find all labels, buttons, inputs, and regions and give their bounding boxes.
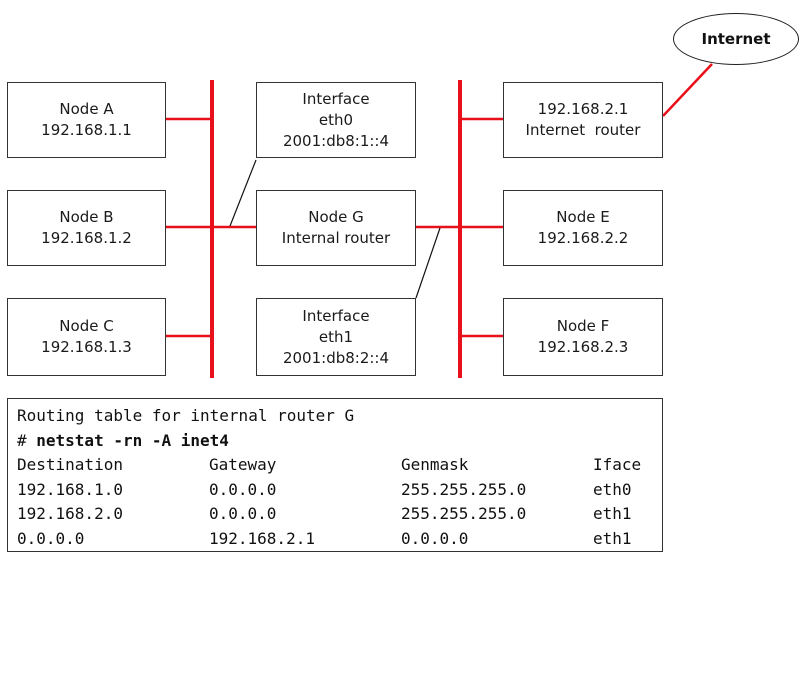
node-f-box: Node F 192.168.2.3 [503,298,663,376]
node-a-box: Node A 192.168.1.1 [7,82,166,158]
header-destination: Destination [17,455,123,474]
routing-table-terminal: Routing table for internal router G # ne… [7,398,663,552]
node-b-box: Node B 192.168.1.2 [7,190,166,266]
table-row: 0.0.0.0 192.168.2.1 0.0.0.0 eth1 [17,527,662,552]
header-iface: Iface [593,455,642,474]
node-f-name: Node F [556,317,610,335]
node-g-box: Node G Internal router [256,190,416,266]
row-destination: 192.168.2.0 [17,504,123,523]
link-internet [662,63,713,117]
table-row: 192.168.1.0 0.0.0.0 255.255.255.0 eth0 [17,478,662,503]
interface-eth1-label: Interface eth1 2001:db8:2::4 [256,298,416,376]
row-gateway: 0.0.0.0 [209,504,277,523]
command-line: # netstat -rn -A inet4 [17,429,662,454]
network-wiring [166,63,713,378]
callout-eth0 [229,159,257,227]
interface-eth1-name: eth1 [318,327,354,346]
table-row: 192.168.2.0 0.0.0.0 255.255.255.0 eth1 [17,502,662,527]
routing-table-title: Routing table for internal router G [17,406,355,425]
node-g-role: Internal router [281,229,391,247]
node-b-address: 192.168.1.2 [41,229,132,247]
header-gateway: Gateway [209,455,277,474]
row-destination: 0.0.0.0 [17,528,85,548]
row-genmask: 0.0.0.0 [401,528,469,548]
node-c-address: 192.168.1.3 [41,338,132,356]
interface-eth1-address: 2001:db8:2::4 [282,348,390,367]
node-c-box: Node C 192.168.1.3 [7,298,166,376]
interface-eth0-title: Interface [302,89,370,108]
interface-eth0-label: Interface eth0 2001:db8:1::4 [256,82,416,158]
row-gateway: 192.168.2.1 [209,528,315,548]
node-a-name: Node A [59,100,114,118]
netstat-command: netstat -rn -A inet4 [36,430,229,450]
node-b-name: Node B [59,208,114,226]
row-genmask: 255.255.255.0 [401,504,527,523]
interface-eth1-title: Interface [302,306,370,325]
internet-router-role: Internet router [525,121,641,139]
internet-router-box: 192.168.2.1 Internet router [503,82,663,158]
node-e-address: 192.168.2.2 [537,229,629,247]
table-header: Destination Gateway Genmask Iface [17,453,662,478]
internet-router-address: 192.168.2.1 [537,100,629,118]
internet-cloud: Internet [673,13,799,65]
row-gateway: 0.0.0.0 [209,479,277,499]
callout-eth1 [415,227,441,299]
node-e-box: Node E 192.168.2.2 [503,190,663,266]
shell-prompt: # [17,430,37,450]
row-genmask: 255.255.255.0 [401,479,527,499]
header-genmask: Genmask [401,455,469,474]
node-f-address: 192.168.2.3 [537,338,629,356]
node-a-address: 192.168.1.1 [41,121,132,139]
node-g-name: Node G [308,208,364,226]
row-iface: eth1 [593,504,632,523]
interface-eth0-name: eth0 [318,110,354,129]
internet-label: Internet [701,30,771,48]
interface-eth0-address: 2001:db8:1::4 [282,131,390,150]
row-iface: eth0 [593,479,632,499]
node-c-name: Node C [59,317,114,335]
row-iface: eth1 [593,528,632,548]
row-destination: 192.168.1.0 [17,479,123,499]
node-e-name: Node E [556,208,610,226]
